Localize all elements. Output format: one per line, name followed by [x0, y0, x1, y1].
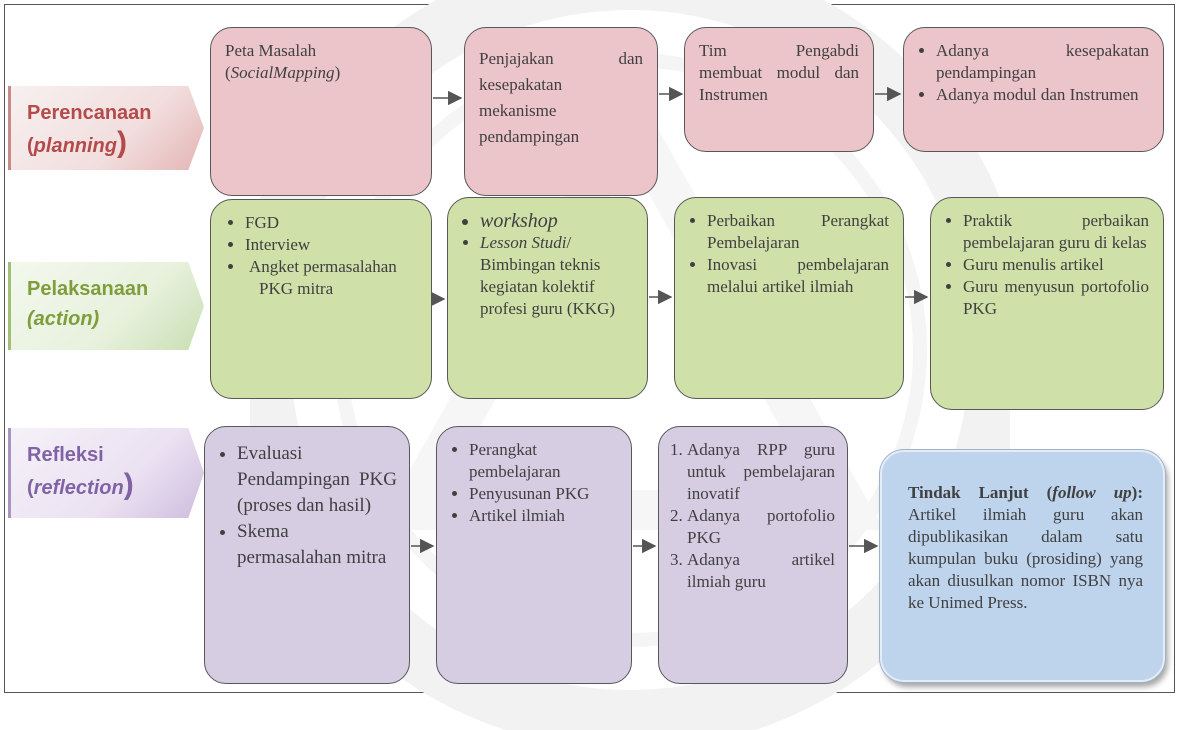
action-box-perbaikan: Perbaikan Perangkat Pembelajaran Inovasi…: [674, 197, 904, 399]
phase-reflection-label: Refleksi: [27, 444, 104, 466]
phase-planning-label: Perencanaan: [27, 102, 152, 124]
follow-up-text: Tindak Lanjut (follow up): Artikel ilmia…: [908, 483, 1143, 612]
list-item: Perbaikan Perangkat Pembelajaran: [707, 210, 889, 254]
reflection-box-perangkat: Perangkat pembelajaran Penyusunan PKG Ar…: [436, 426, 632, 684]
phase-reflection-sub: (reflection): [27, 468, 134, 501]
list-item: Lesson Studi/ Bimbingan teknis kegiatan …: [480, 232, 633, 320]
phase-reflection: Refleksi (reflection): [8, 428, 204, 518]
action-box-3-list: Perbaikan Perangkat Pembelajaran Inovasi…: [683, 210, 889, 298]
list-item: Praktik perbaikan pembelajaran guru di k…: [963, 210, 1149, 254]
action-box-workshop: workshop Lesson Studi/ Bimbingan teknis …: [447, 197, 648, 399]
reflection-box-rpp: Adanya RPP guru untuk pembelajaran inova…: [658, 426, 848, 684]
phase-action-sub: (action): [27, 308, 100, 330]
list-item: FGD: [245, 212, 417, 234]
planning-box-1-line1: Peta Masalah: [225, 41, 317, 60]
list-item: Adanya artikel ilmiah guru: [687, 549, 835, 593]
action-box-2-list: workshop Lesson Studi/ Bimbingan teknis …: [456, 210, 633, 320]
planning-box-outcomes: Adanya kesepakatan pendampingan Adanya m…: [903, 27, 1164, 152]
planning-box-3-text: Tim Pengabdi membuat modul dan Instrumen: [699, 41, 859, 104]
planning-box-4-list: Adanya kesepakatan pendampingan Adanya m…: [912, 40, 1149, 106]
follow-up-box: Tindak Lanjut (follow up): Artikel ilmia…: [880, 450, 1165, 682]
list-item: Adanya RPP guru untuk pembelajaran inova…: [687, 439, 835, 505]
phase-planning-sub: (planning): [27, 126, 127, 159]
list-item: Guru menulis artikel: [963, 254, 1149, 276]
action-box-4-list: Praktik perbaikan pembelajaran guru di k…: [939, 210, 1149, 320]
list-item: Evaluasi Pendampingan PKG (proses dan ha…: [237, 441, 397, 519]
list-item: Adanya portofolio PKG: [687, 505, 835, 549]
action-box-fgd: FGD Interview Angket permasalahan PKG mi…: [210, 199, 432, 399]
list-item: Adanya modul dan Instrumen: [936, 84, 1149, 106]
list-item: Penyusunan PKG: [469, 483, 617, 505]
list-item: Angket permasalahan PKG mitra: [245, 256, 417, 300]
list-item: Inovasi pembelajaran melalui artikel ilm…: [707, 254, 889, 298]
phase-action: Pelaksanaan (action): [8, 262, 204, 350]
list-item: workshop: [480, 210, 633, 232]
action-box-1-list: FGD Interview Angket permasalahan PKG mi…: [221, 212, 417, 300]
planning-box-penjajakan: Penjajakan dan kesepakatan mekanisme pen…: [464, 27, 658, 196]
list-item: Guru menyusun portofolio PKG: [963, 276, 1149, 320]
list-item: Artikel ilmiah: [469, 505, 617, 527]
list-item: Interview: [245, 234, 417, 256]
planning-box-tim-pengabdi: Tim Pengabdi membuat modul dan Instrumen: [684, 27, 874, 152]
phase-planning: Perencanaan (planning): [8, 86, 204, 170]
reflection-box-evaluasi: Evaluasi Pendampingan PKG (proses dan ha…: [204, 426, 410, 684]
reflection-box-3-list: Adanya RPP guru untuk pembelajaran inova…: [663, 439, 835, 593]
list-item: Adanya kesepakatan pendampingan: [936, 40, 1149, 84]
action-box-praktik: Praktik perbaikan pembelajaran guru di k…: [930, 197, 1164, 410]
planning-box-1-line2: (SocialMapping): [225, 63, 341, 82]
planning-box-2-text: Penjajakan dan kesepakatan mekanisme pen…: [479, 49, 643, 146]
list-item: Perangkat pembelajaran: [469, 439, 617, 483]
reflection-box-2-list: Perangkat pembelajaran Penyusunan PKG Ar…: [445, 439, 617, 527]
reflection-box-1-list: Evaluasi Pendampingan PKG (proses dan ha…: [213, 441, 397, 571]
list-item: Skema permasalahan mitra: [237, 519, 397, 571]
phase-action-label: Pelaksanaan: [27, 278, 149, 300]
planning-box-social-mapping: Peta Masalah (SocialMapping): [210, 27, 432, 196]
